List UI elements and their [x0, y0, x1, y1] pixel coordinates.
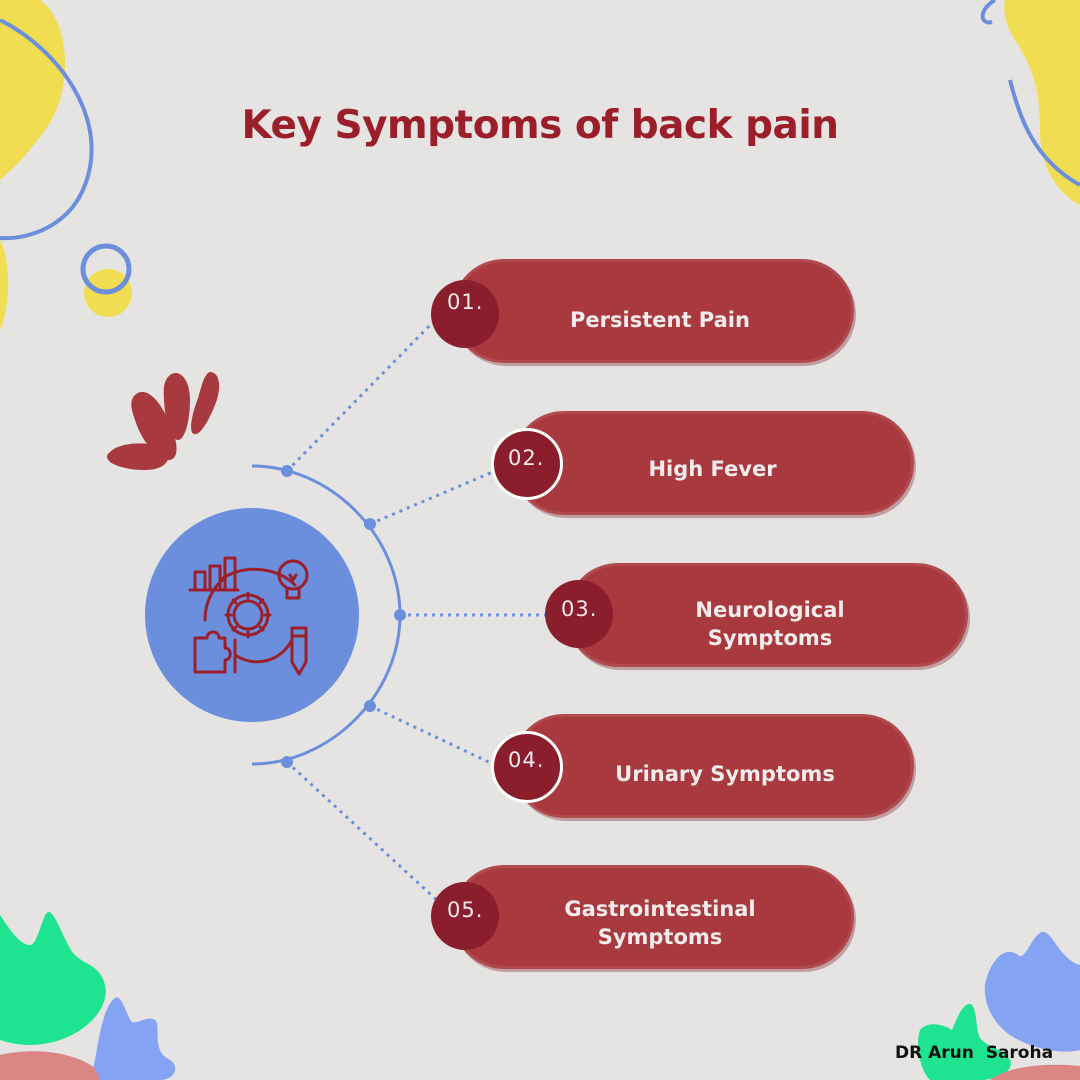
symptom-label: Urinary Symptoms — [615, 762, 835, 786]
symptom-label: Neurological Symptoms — [695, 598, 845, 650]
yellow-blob-top-right — [1004, 0, 1080, 205]
connector-dots — [281, 465, 406, 768]
connector-5 — [285, 760, 442, 905]
pink-blob-bottom-right — [990, 1064, 1080, 1080]
badge-number: 04. — [508, 748, 545, 772]
page-title: Key Symptoms of back pain — [241, 103, 840, 148]
symptom-label: Persistent Pain — [570, 308, 750, 332]
pink-blob-bottom-left — [0, 1051, 100, 1080]
red-leaf-3 — [191, 372, 220, 435]
hub-circle — [145, 508, 359, 722]
green-blob-bottom-right — [918, 1004, 1011, 1080]
badge-number: 01. — [447, 290, 484, 314]
symptom-pill — [452, 865, 854, 969]
author-credit: DR Arun Saroha — [895, 1043, 1054, 1063]
connector-1 — [285, 313, 442, 473]
red-leaf-2 — [163, 372, 190, 440]
symptom-pill — [512, 411, 914, 515]
strategy-gear-bulb-icon — [188, 556, 309, 676]
symptom-pill — [566, 563, 968, 667]
number-badge — [491, 428, 563, 500]
symptom-pill — [452, 259, 854, 363]
badge-number: 03. — [561, 597, 598, 621]
connectors — [285, 313, 547, 905]
yellow-blob-top-left — [0, 0, 66, 180]
connector-4 — [369, 704, 496, 767]
symptom-label: High Fever — [648, 457, 777, 481]
red-leaf-1 — [131, 391, 177, 461]
connector-2 — [369, 469, 496, 526]
symptom-label: Gastrointestinal Symptoms — [564, 897, 756, 949]
number-badge — [491, 731, 563, 803]
badge-number: 02. — [508, 446, 545, 470]
symptom-pill — [512, 714, 914, 818]
green-blob-bottom-left — [0, 911, 106, 1045]
red-leaf-4 — [107, 443, 169, 471]
blue-swirl-top-right — [980, 0, 1080, 187]
number-badge — [431, 882, 499, 950]
blue-blob-bottom-right — [984, 931, 1080, 1052]
badge-number: 05. — [447, 898, 484, 922]
yellow-blob-left-edge — [0, 240, 9, 330]
blue-swirl-top-left — [0, 18, 94, 241]
blue-ring — [80, 243, 132, 295]
number-badge — [545, 580, 613, 648]
blue-blob-bottom-left — [90, 997, 176, 1080]
number-badge — [431, 280, 499, 348]
